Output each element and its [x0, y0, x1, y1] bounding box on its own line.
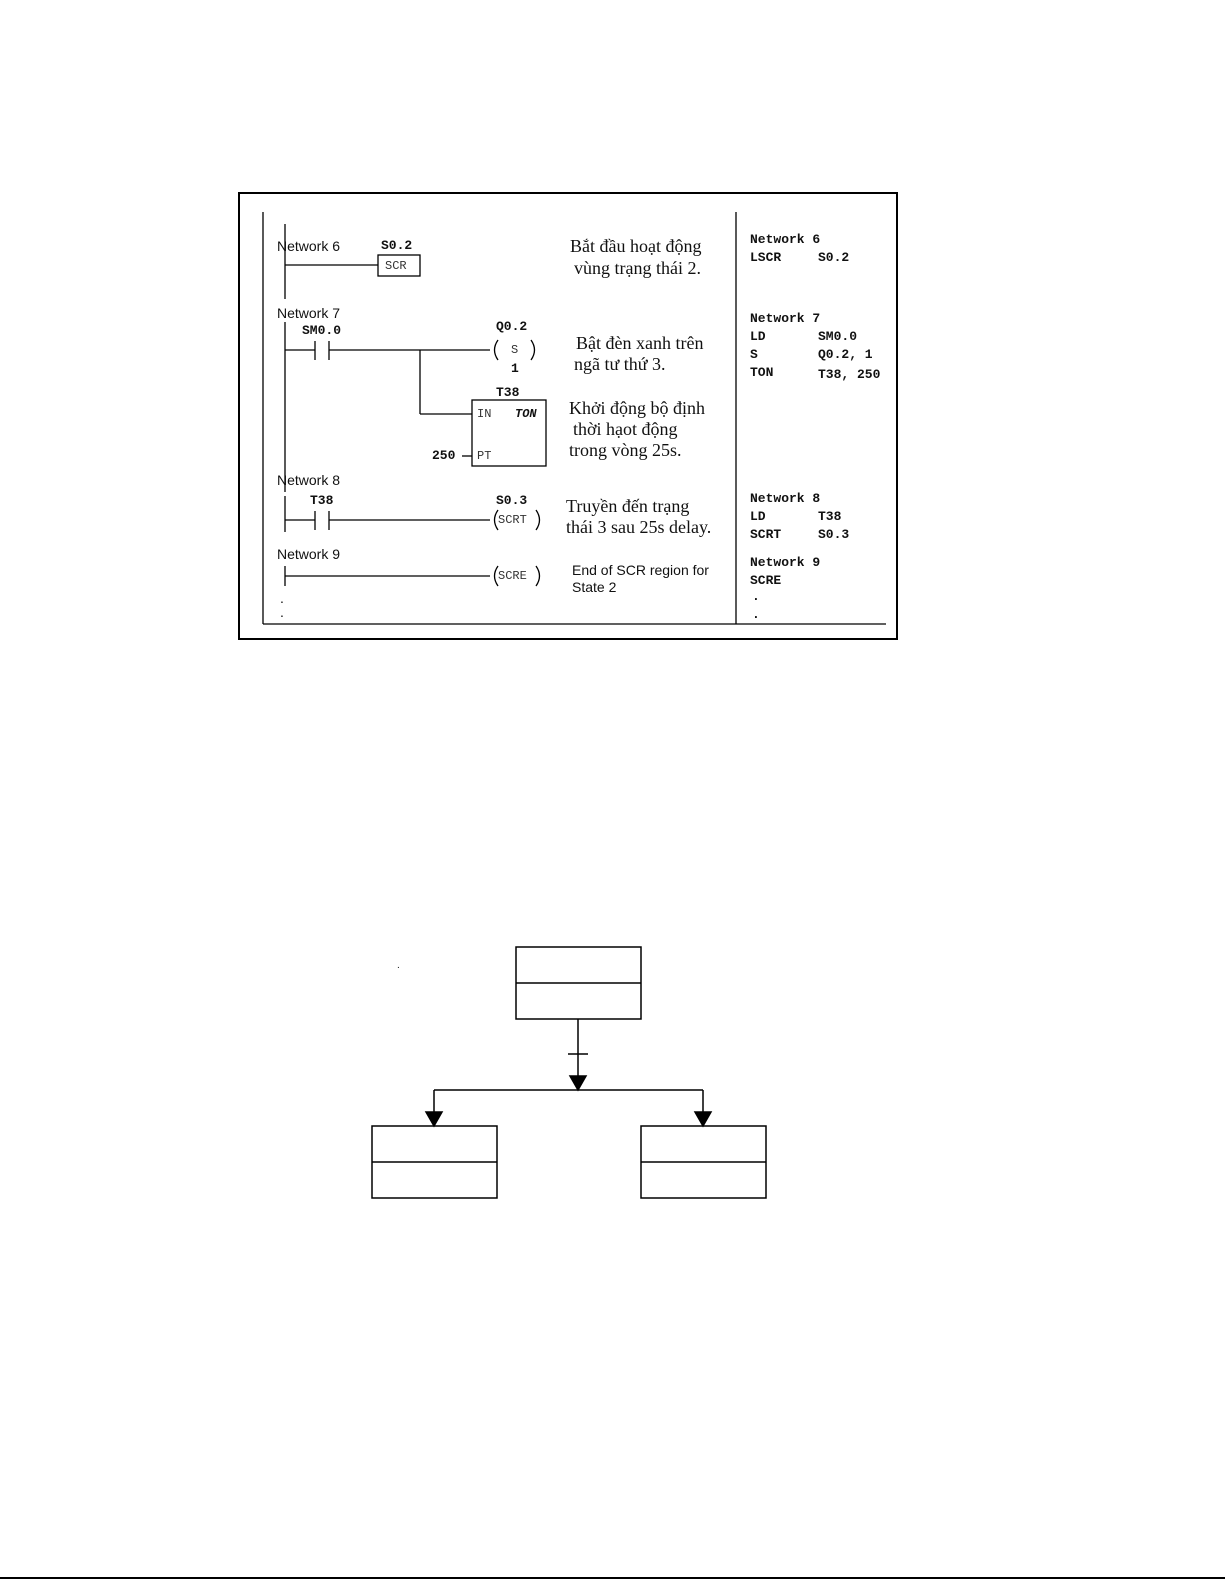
ladder-lines: [262, 212, 886, 625]
network-7-comment2-line1: Khởi động bộ định: [569, 398, 706, 418]
scr-bit-label: S0.2: [381, 238, 413, 253]
network-6-comment-line2: vùng trạng thái 2.: [574, 258, 701, 278]
network-7-comment2-line3: trong vòng 25s.: [569, 440, 682, 460]
stl-lscr-op: LSCR: [750, 250, 782, 265]
s03-bit-label: S0.3: [496, 493, 528, 508]
page-bottom-rule: [0, 1577, 1225, 1579]
stl-ld-op: LD: [750, 329, 766, 344]
network-6-label: Network 6: [277, 238, 341, 254]
network-7-comment2-line2: thời hạot động: [573, 419, 678, 439]
stl-ton-op: TON: [750, 365, 774, 380]
stl-ton-arg: T38, 250: [818, 367, 881, 382]
stl-ld-t38-arg: T38: [818, 509, 842, 524]
stl-ton-arg-clip: T38, 250: [818, 365, 888, 383]
coil-scre-label: SCRE: [498, 569, 527, 583]
t38-timer-name: T38: [496, 385, 520, 400]
network-6-comment-line1: Bắt đầu hoạt động: [570, 236, 702, 256]
coil-scrt-right: [535, 509, 541, 531]
step-box-right: [640, 1125, 767, 1199]
network-7-comment1-line2: ngã tư thứ 3.: [574, 354, 666, 374]
stl-ld-arg: SM0.0: [818, 329, 858, 344]
stl-network-9-title: Network 9: [750, 555, 821, 570]
arrow-down-right: [693, 1111, 713, 1128]
pt-value-label: 250: [432, 448, 456, 463]
network-8-label: Network 8: [277, 472, 341, 488]
arrow-down-center: [568, 1075, 588, 1092]
sm00-bit-label: SM0.0: [302, 323, 342, 338]
network-9-label: Network 9: [277, 546, 341, 562]
network-7-label: Network 7: [277, 305, 341, 321]
network-8-comment-line2: thái 3 sau 25s delay.: [566, 517, 712, 537]
timer-type-label: TON: [515, 407, 537, 421]
q02-bit-label: Q0.2: [496, 319, 528, 334]
network-9-comment-line1: End of SCR region for: [572, 562, 709, 578]
coil-scre-right: [535, 565, 541, 587]
scr-box-label: SCR: [385, 259, 407, 273]
stl-scre-op: SCRE: [750, 573, 782, 588]
step-box-top: [515, 946, 642, 1020]
coil-scrt-left: [493, 509, 499, 531]
coil-scre-left: [493, 565, 499, 587]
coil-s-label: S: [511, 343, 519, 357]
ladder-figure: Network 6 S0.2 SCR Bắt đầu hoạt động vùn…: [238, 192, 898, 640]
stl-scrt-op: SCRT: [750, 527, 782, 542]
stl-lscr-arg: S0.2: [818, 250, 850, 265]
arrow-down-left: [424, 1111, 444, 1128]
network-8-comment-line1: Truyền đến trạng: [566, 496, 690, 516]
network-9-comment-line2: State 2: [572, 579, 617, 595]
stl-network-8-title: Network 8: [750, 491, 821, 506]
step-box-left: [371, 1125, 498, 1199]
stl-network-7-title: Network 7: [750, 311, 821, 326]
coil-q02-right: [530, 339, 536, 361]
timer-pt-label: PT: [477, 449, 492, 463]
t38-contact-label: T38: [310, 493, 334, 508]
coil-q02-left: [493, 339, 499, 361]
stl-network-6-title: Network 6: [750, 232, 821, 247]
network-7-comment1-line1: Bật đèn xanh trên: [576, 333, 704, 353]
timer-box: [471, 399, 547, 467]
scr-box: [377, 254, 421, 277]
stl-s-op: S: [750, 347, 758, 362]
stl-dot-1: .: [752, 589, 760, 604]
stl-s-arg: Q0.2, 1: [818, 347, 873, 362]
stray-dot: .: [397, 960, 400, 971]
ladder-dot-2: .: [280, 604, 284, 620]
stl-ld-t38-op: LD: [750, 509, 766, 524]
coil-n-label: 1: [511, 361, 519, 376]
stl-dot-2: .: [752, 607, 760, 622]
ladder-dot-1: .: [280, 590, 284, 606]
timer-in-label: IN: [477, 407, 492, 421]
coil-scrt-label: SCRT: [498, 513, 527, 527]
stl-scrt-arg: S0.3: [818, 527, 850, 542]
